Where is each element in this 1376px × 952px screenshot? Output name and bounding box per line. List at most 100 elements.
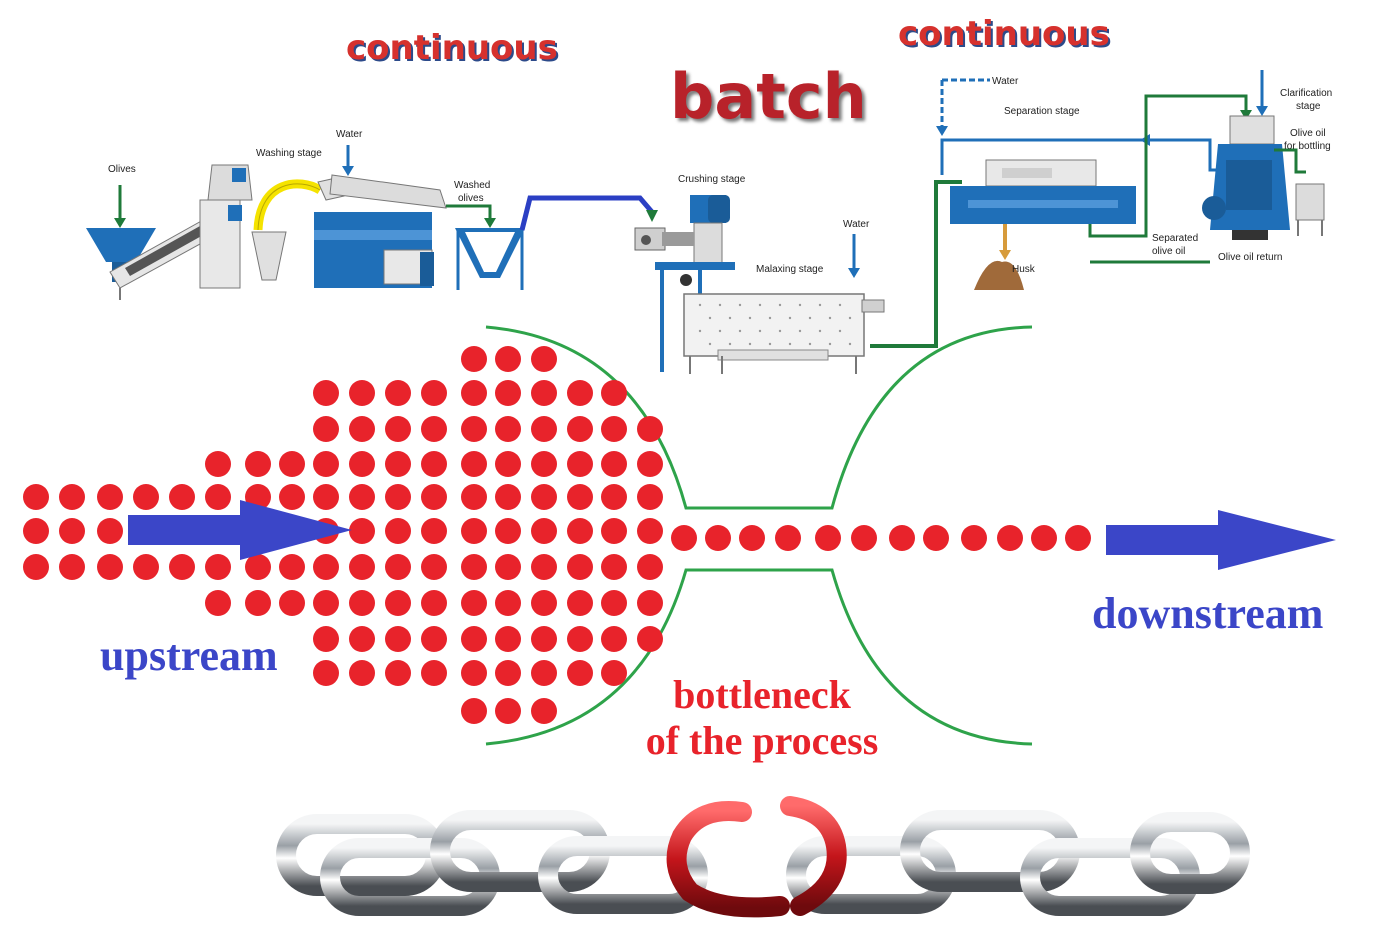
flow-dot <box>59 554 85 580</box>
flow-dot <box>349 590 375 616</box>
flow-dot <box>313 660 339 686</box>
upstream-label: upstream <box>100 631 278 680</box>
flow-dot <box>385 590 411 616</box>
flow-dot <box>279 554 305 580</box>
flow-dot <box>421 518 447 544</box>
water-label-1: Water <box>336 129 363 140</box>
water-label-2: Water <box>843 219 870 230</box>
malaxing-stage-label: Malaxing stage <box>756 264 824 275</box>
flow-dot <box>601 660 627 686</box>
flow-dot <box>531 451 557 477</box>
washed-olives-label-1: Washed <box>454 180 490 191</box>
batch-label: batch <box>670 60 867 133</box>
flow-dot <box>205 484 231 510</box>
husk-label: Husk <box>1012 264 1036 275</box>
flow-dot <box>495 484 521 510</box>
decanter <box>950 159 1136 290</box>
flow-dot <box>601 626 627 652</box>
flow-dot <box>567 416 593 442</box>
flow-dot <box>279 451 305 477</box>
flow-dot <box>567 518 593 544</box>
flow-dot <box>775 525 801 551</box>
flow-dot <box>349 416 375 442</box>
flow-dot <box>421 451 447 477</box>
flow-dot <box>169 484 195 510</box>
flow-dot <box>495 660 521 686</box>
washing-tower <box>199 164 323 289</box>
flow-dot <box>461 451 487 477</box>
flow-dot <box>385 554 411 580</box>
flow-dot <box>495 346 521 372</box>
flow-dot <box>637 626 663 652</box>
flow-dot <box>349 451 375 477</box>
continuous-left-label: continuous <box>346 28 558 68</box>
flow-dot <box>637 416 663 442</box>
flow-dot <box>97 554 123 580</box>
flow-dot <box>567 554 593 580</box>
oil-bottling-label-2: for bottling <box>1284 141 1331 152</box>
flow-dot <box>567 451 593 477</box>
flow-dot <box>961 525 987 551</box>
separated-oil-line <box>1088 94 1248 238</box>
flow-dot <box>313 590 339 616</box>
flow-dot <box>705 525 731 551</box>
flow-dot <box>421 626 447 652</box>
flow-dot <box>889 525 915 551</box>
flow-dot <box>59 484 85 510</box>
flow-dot <box>133 554 159 580</box>
flow-dot <box>245 554 271 580</box>
flow-dot <box>349 518 375 544</box>
flow-dot <box>531 416 557 442</box>
flow-dot <box>245 451 271 477</box>
flow-dot <box>531 484 557 510</box>
flow-dot <box>461 698 487 724</box>
flow-dot <box>349 380 375 406</box>
chain-link <box>538 836 708 914</box>
flow-dot <box>567 380 593 406</box>
flow-dot <box>495 416 521 442</box>
flow-dot <box>461 554 487 580</box>
flow-dot <box>313 451 339 477</box>
washing-stage-label: Washing stage <box>256 148 322 159</box>
flow-dot <box>385 626 411 652</box>
flow-dot <box>23 554 49 580</box>
separated-oil-label-2: olive oil <box>1152 246 1185 257</box>
flow-dot <box>531 380 557 406</box>
flow-dot <box>495 380 521 406</box>
flow-dot <box>421 590 447 616</box>
centrifuge <box>1202 70 1325 240</box>
flow-dot <box>1031 525 1057 551</box>
clarification-label-2: stage <box>1296 101 1321 112</box>
flow-dot <box>205 590 231 616</box>
flow-dot <box>531 626 557 652</box>
flow-dot <box>601 484 627 510</box>
flow-dot <box>567 626 593 652</box>
washing-machine <box>314 145 447 288</box>
flow-dot <box>461 660 487 686</box>
oil-bottling-label-1: Olive oil <box>1290 128 1326 139</box>
washed-olives-label-2: olives <box>458 193 484 204</box>
flow-dot <box>313 554 339 580</box>
separation-stage-label: Separation stage <box>1004 106 1080 117</box>
flow-dot <box>671 525 697 551</box>
clarification-label-1: Clarification <box>1280 88 1332 99</box>
flow-dot <box>421 554 447 580</box>
flow-dot <box>531 518 557 544</box>
water-label-3: Water <box>992 76 1019 87</box>
flow-dot <box>851 525 877 551</box>
flow-dot <box>601 518 627 544</box>
crushing-stage-label: Crushing stage <box>678 174 746 185</box>
washed-olives-hopper <box>446 204 525 290</box>
flow-dot <box>385 518 411 544</box>
flow-dot <box>385 484 411 510</box>
transport-pipe <box>519 195 654 231</box>
flow-dot <box>133 484 159 510</box>
flow-dot <box>385 451 411 477</box>
downstream-arrow <box>1106 510 1336 570</box>
flow-dot <box>495 590 521 616</box>
olives-label: Olives <box>108 164 136 175</box>
flow-dot <box>313 416 339 442</box>
upstream-arrow <box>128 500 352 560</box>
flow-dot <box>385 416 411 442</box>
